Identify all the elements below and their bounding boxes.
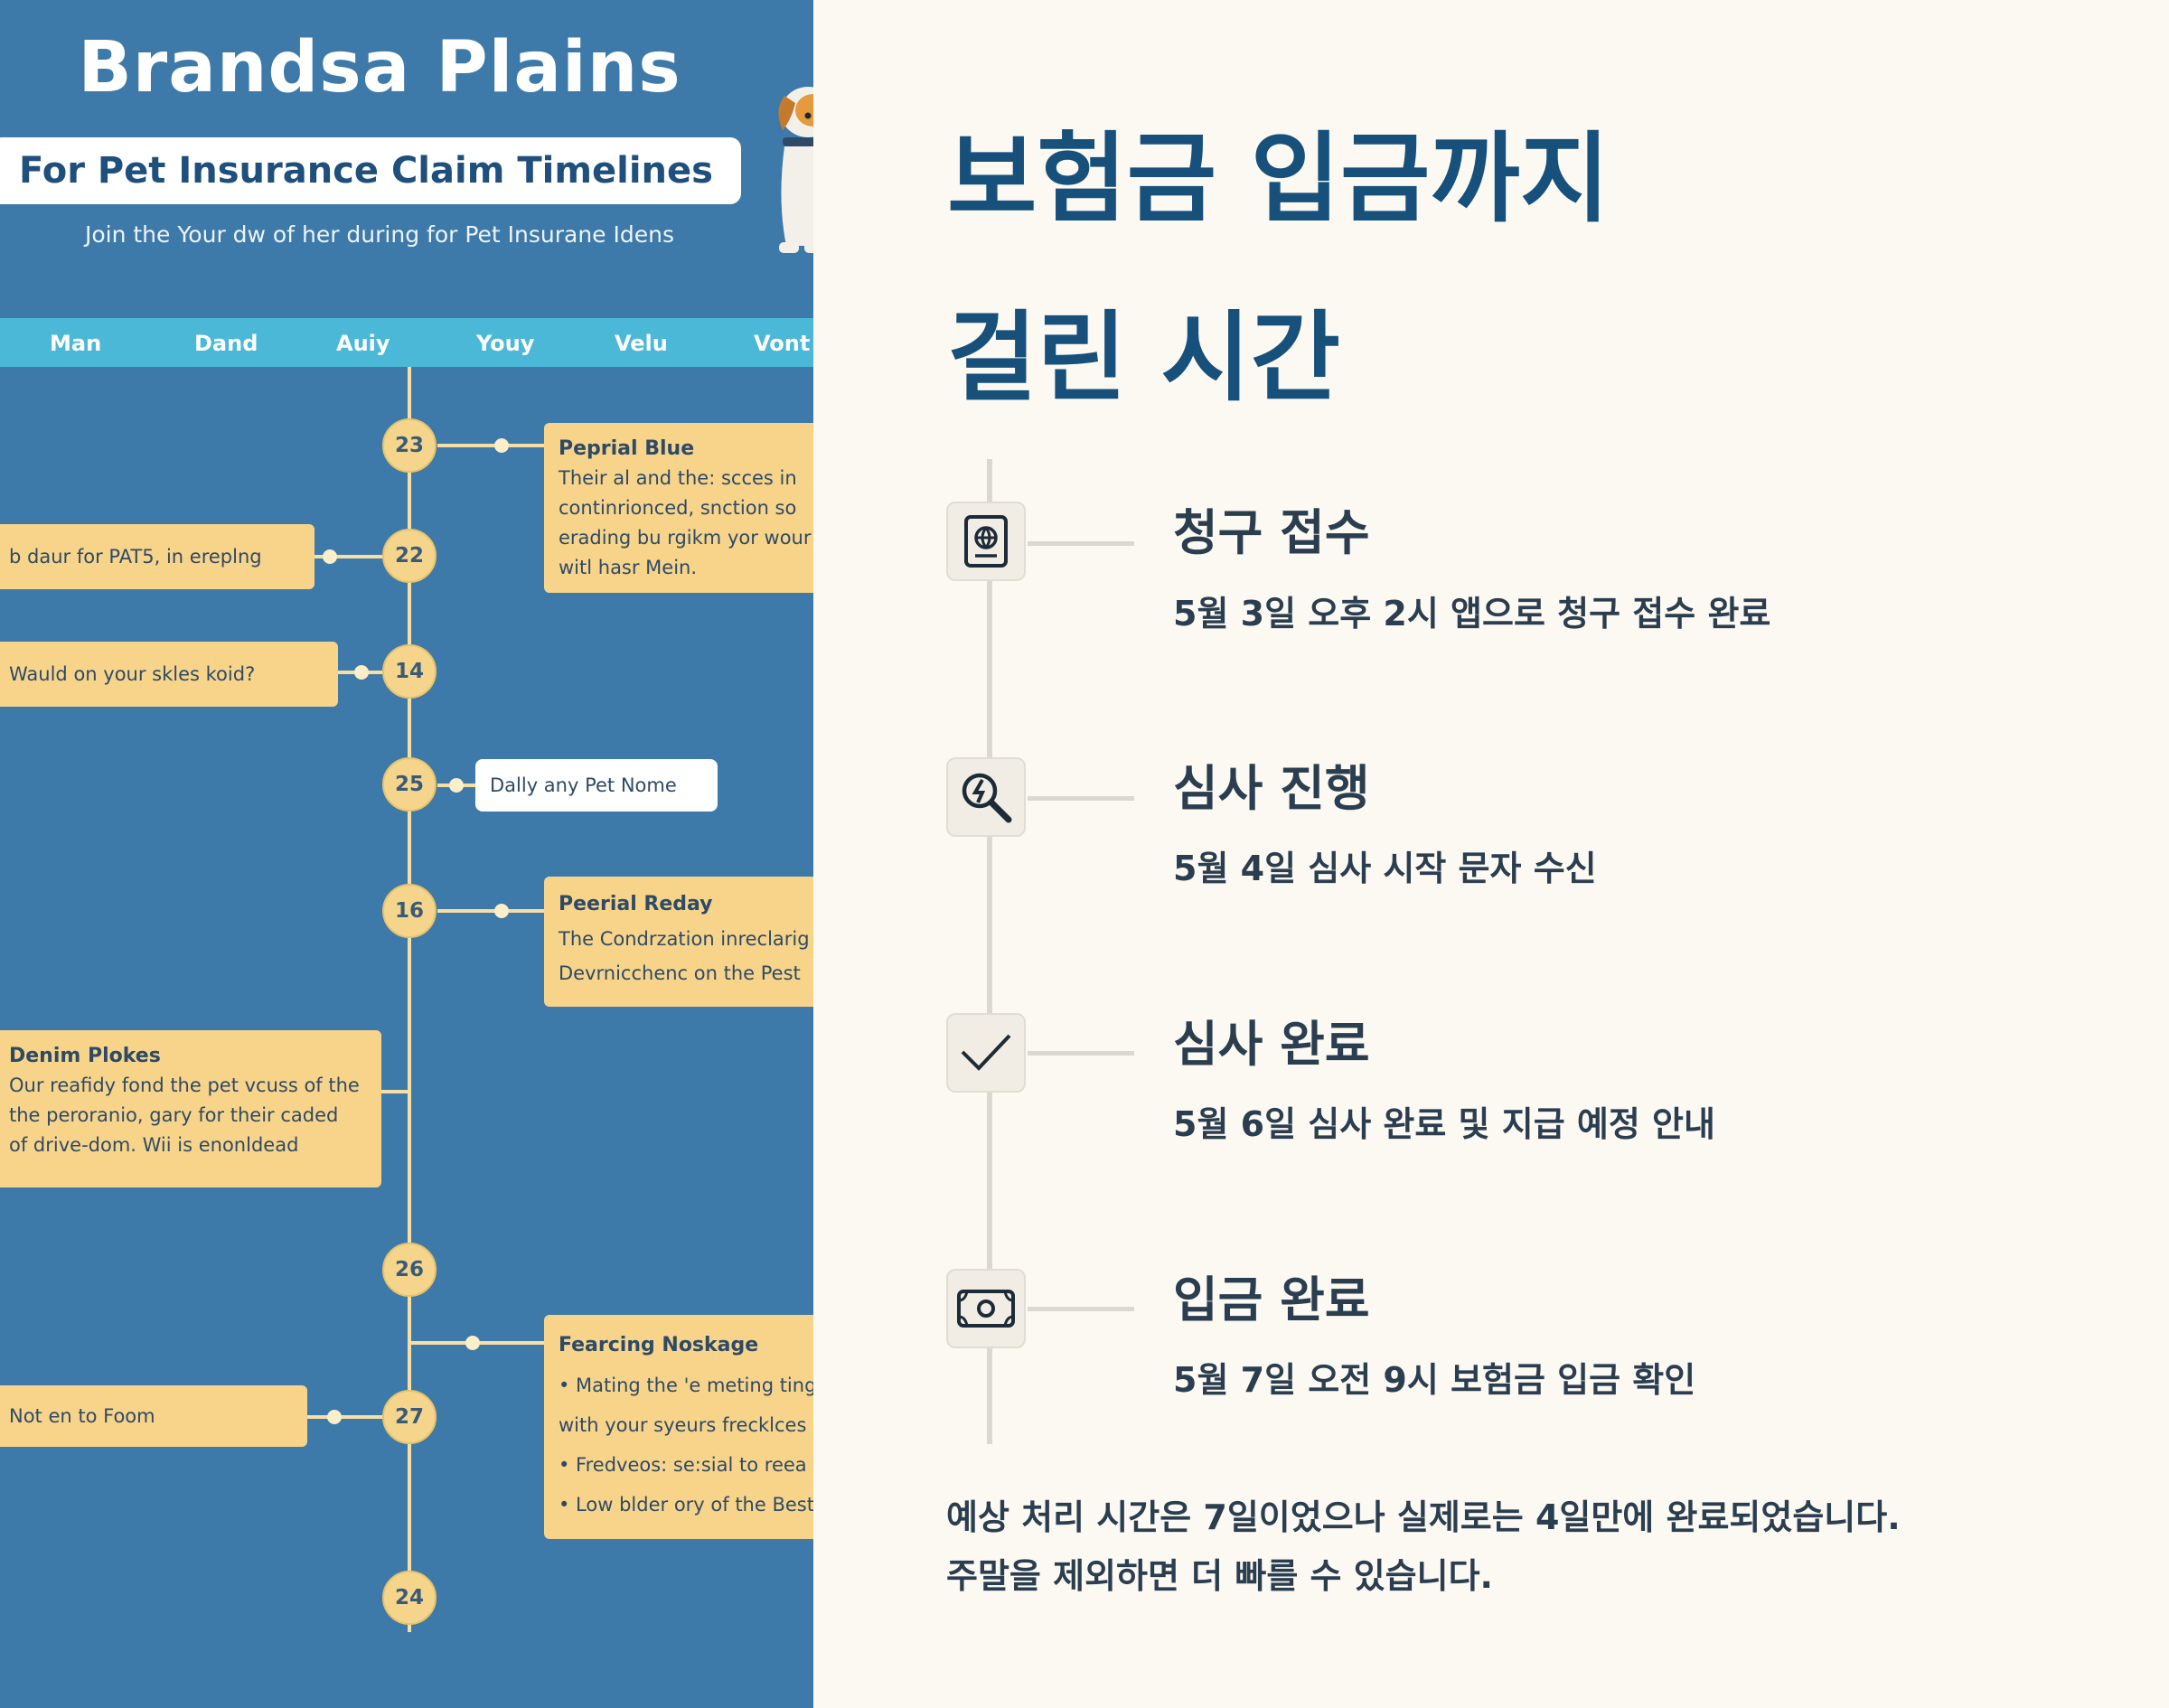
step-title: 입금 완료: [1173, 1272, 1370, 1328]
event-card-line: The Condrzation inreclarig: [559, 928, 810, 950]
event-card-line: of drive-dom. Wii is enonldead: [9, 1134, 299, 1156]
event-card-title: Denim Plokes: [9, 1045, 161, 1067]
event-card-line: • Low blder ory of the Best: [559, 1494, 813, 1516]
step-connector: [1028, 796, 1134, 801]
step-description: 5월 4일 심사 시작 문자 수신: [1173, 849, 1597, 888]
connector-dot: [465, 1336, 480, 1350]
connector-dot: [449, 778, 464, 793]
event-card-line: • Fredveos: se:sial to reea: [559, 1454, 807, 1476]
event-card-line: Their al and the: scces in: [559, 467, 797, 489]
infographic-caption: Join the Your dw of her during for Pet I…: [84, 221, 675, 248]
event-card-title: Peprial Blue: [559, 437, 695, 460]
page-title: 보험금 입금까지 걸린 시간: [947, 90, 2122, 448]
date-node: 16: [382, 884, 437, 938]
infographic-title: Brandsa Plains: [78, 27, 681, 108]
date-node: 14: [382, 644, 437, 699]
event-card-line: erading bu rgikm yor wour: [559, 527, 812, 549]
event-card-title: Fearcing Noskage: [559, 1334, 759, 1356]
step-connector: [1028, 541, 1134, 546]
event-card: b daur for PAT5, in ereplng: [0, 524, 315, 589]
page-title-line: 보험금 입금까지: [947, 123, 1610, 236]
event-card: Wauld on your skles koid?: [0, 642, 338, 707]
event-card-line: b daur for PAT5, in ereplng: [9, 546, 262, 568]
date-node: 23: [382, 418, 437, 473]
step-description: 5월 6일 심사 완료 및 지급 예정 안내: [1173, 1104, 1715, 1144]
summary-line: 예상 처리 시간은 7일이었으나 실제로는 4일만에 완료되었습니다.: [946, 1497, 1901, 1537]
connector-dot: [327, 1410, 342, 1424]
event-card-line: with your syeurs frecklces: [559, 1414, 807, 1436]
connector-dot: [494, 438, 509, 453]
summary-line: 주말을 제외하면 더 빠를 수 있습니다.: [946, 1556, 1493, 1596]
event-card: Dally any Pet Nome: [475, 759, 718, 812]
passport-icon: [946, 502, 1026, 581]
event-card-line: Dally any Pet Nome: [490, 774, 677, 796]
date-node: 24: [382, 1571, 437, 1625]
event-card: Denim Plokes Our reafidy fond the pet vc…: [0, 1030, 381, 1187]
event-card: Peprial Blue Their al and the: scces in …: [544, 423, 813, 593]
step-connector: [1028, 1307, 1134, 1311]
timeline-line: [987, 459, 992, 1444]
dog-illustration: [778, 87, 813, 253]
search-review-icon: [946, 757, 1026, 837]
checkmark-icon: [946, 1013, 1026, 1093]
event-card-line: Wauld on your skles koid?: [9, 663, 256, 685]
page-title-line: 걸린 시간: [947, 302, 1341, 415]
connector-line: [437, 444, 544, 447]
step-connector: [1028, 1051, 1134, 1056]
event-card: Peerial Reday The Condrzation inreclarig…: [544, 877, 813, 1007]
connector-dot: [323, 549, 337, 564]
event-card-line: continrionced, snction so: [559, 497, 797, 519]
connector-dot: [354, 665, 369, 680]
event-card-line: Our reafidy fond the pet vcuss of the: [9, 1075, 360, 1096]
date-node: 26: [382, 1243, 437, 1297]
event-card: Fearcing Noskage • Mating the 'e meting …: [544, 1315, 813, 1539]
date-node: 25: [382, 757, 437, 812]
day-label: Youy: [476, 331, 535, 356]
event-card-line: Not en to Foom: [9, 1405, 155, 1427]
step-title: 청구 접수: [1173, 504, 1370, 561]
connector-dot: [494, 904, 509, 918]
day-label: Velu: [615, 331, 668, 356]
connector-line: [307, 1415, 383, 1419]
day-label: Auiy: [336, 331, 390, 356]
infographic-image: Brandsa Plains For Pet Insurance Claim T…: [0, 0, 813, 1708]
event-card-line: • Mating the 'e meting ting: [559, 1375, 813, 1396]
money-icon: [946, 1269, 1026, 1348]
date-node: 27: [382, 1390, 437, 1444]
event-card-title: Peerial Reday: [559, 893, 713, 915]
connector-line: [315, 555, 383, 558]
day-header-bar: Man Dand Auiy Youy Velu Vont: [0, 318, 813, 367]
event-card-line: Devrnicchenc on the Pest: [559, 962, 801, 984]
date-node: 22: [382, 529, 437, 583]
event-card-line: the peroranio, gary for their caded: [9, 1104, 339, 1126]
step-description: 5월 7일 오전 9시 보험금 입금 확인: [1173, 1360, 1696, 1400]
infographic-subtitle: For Pet Insurance Claim Timelines: [0, 137, 741, 204]
timeline-trunk: [408, 367, 411, 1632]
step-title: 심사 완료: [1173, 1016, 1370, 1073]
event-card-line: witl hasr Mein.: [559, 557, 698, 578]
connector-line: [437, 909, 544, 913]
step-description: 5월 3일 오후 2시 앱으로 청구 접수 완료: [1173, 594, 1771, 633]
event-card: Not en to Foom: [0, 1385, 307, 1447]
day-label: Dand: [194, 331, 258, 356]
step-title: 심사 진행: [1173, 760, 1370, 817]
day-label: Man: [50, 331, 102, 356]
day-label: Vont: [754, 331, 811, 356]
connector-line: [381, 1090, 410, 1093]
